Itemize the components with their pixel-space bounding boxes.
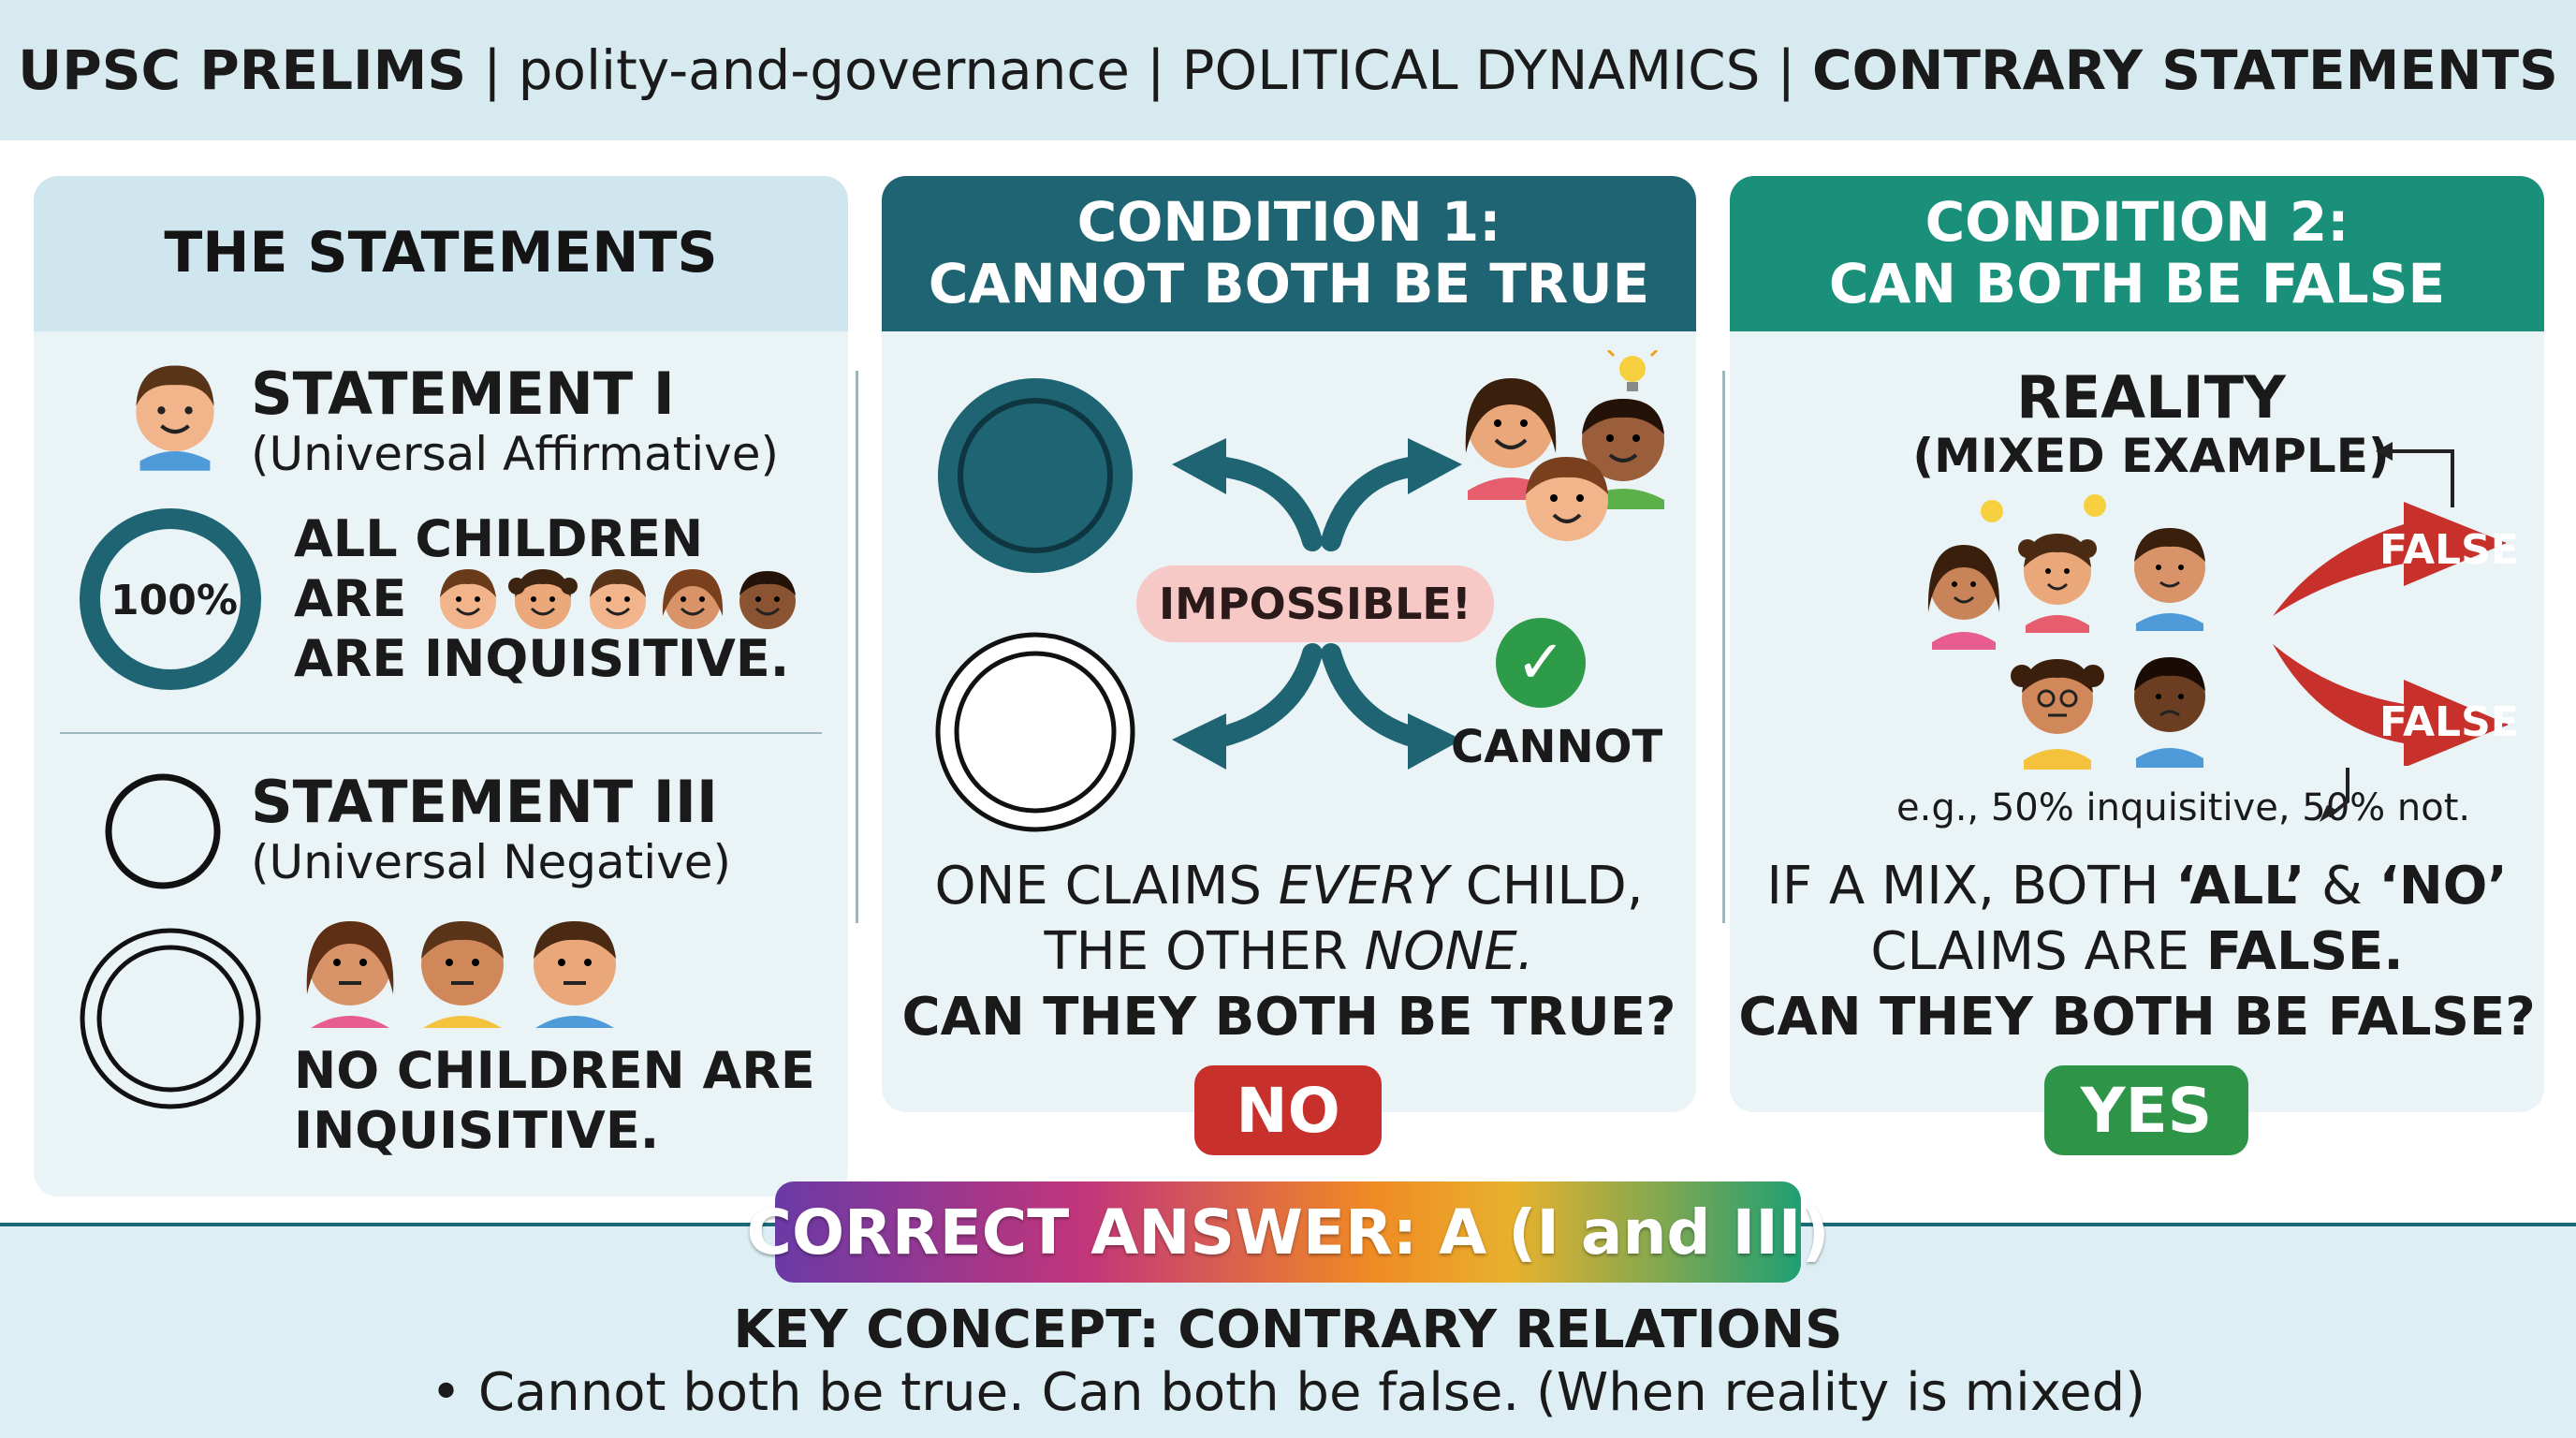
condition2-q-line3: CAN THEY BOTH BE FALSE? (1730, 985, 2544, 1050)
statement3-line2: INQUISITIVE. (294, 1101, 660, 1160)
condition2-q-line1a: IF A MIX, BOTH (1766, 856, 2176, 917)
percent-badge: 100% (110, 577, 238, 624)
condition2-q-line2: CLAIMS ARE FALSE. (1730, 919, 2544, 985)
condition1-q-line2a: THE OTHER (1044, 921, 1365, 982)
false-label-bottom: FALSE (2379, 698, 2519, 746)
statements-divider (60, 732, 822, 734)
header-sep: | (1146, 38, 1165, 102)
statement1-title: STATEMENT I (251, 360, 675, 428)
statements-panel-title: THE STATEMENTS (34, 176, 848, 331)
condition1-title-line1: CONDITION 1: (1076, 190, 1501, 255)
neutral-children-icon (306, 921, 616, 1028)
header-exam: UPSC PRELIMS (18, 38, 467, 102)
header-concept: CONTRARY STATEMENTS (1812, 38, 2558, 102)
check-icon: ✓ (1496, 618, 1586, 708)
statement3-line1: NO CHILDREN ARE (294, 1041, 815, 1100)
statement3-subtitle: (Universal Negative) (251, 835, 731, 889)
empty-circle-icon (105, 773, 221, 889)
header-topic: POLITICAL DYNAMICS (1181, 38, 1761, 102)
condition2-q-line1: IF A MIX, BOTH ‘ALL’ & ‘NO’ (1730, 854, 2544, 919)
statements-panel: THE STATEMENTS STATEMENT I (Universal Af… (34, 176, 848, 1196)
thin-arrow-down-icon (2320, 768, 2349, 822)
hollow-circle-icon (935, 632, 1135, 832)
mixed-children-icon (1927, 494, 2205, 770)
correct-answer-banner: CORRECT ANSWER: A (I and III) (747, 1181, 1829, 1283)
thin-arrow-icon (2376, 442, 2454, 507)
condition1-q-line1b: EVERY (1278, 856, 1449, 917)
false-arrows-icon (2273, 502, 2509, 766)
inquisitive-children-icon (1465, 350, 1664, 541)
condition2-q-line3b: CAN THEY BOTH BE FALSE? (1738, 987, 2536, 1048)
panel-divider (1722, 371, 1725, 923)
condition1-q-line3: CAN THEY BOTH BE TRUE? (882, 985, 1696, 1050)
condition1-q-line2: THE OTHER NONE. (882, 919, 1696, 985)
condition2-panel: CONDITION 2: CAN BOTH BE FALSE REALITY (… (1730, 176, 2544, 1112)
condition2-q-line2a: CLAIMS ARE (1870, 921, 2206, 982)
filled-circle-icon (938, 378, 1133, 573)
statement1-subtitle: (Universal Affirmative) (251, 427, 779, 481)
children-row-icon (440, 569, 796, 629)
key-concept-line: • Cannot both be true. Can both be false… (431, 1362, 2145, 1423)
condition2-title-line1: CONDITION 2: (1925, 190, 2349, 255)
condition2-question: IF A MIX, BOTH ‘ALL’ & ‘NO’ CLAIMS ARE F… (1730, 854, 2544, 1050)
condition2-title-line2: CAN BOTH BE FALSE (1828, 252, 2446, 315)
statement1-line1: ALL CHILDREN (294, 509, 704, 568)
condition1-q-line1c: CHILD, (1448, 856, 1644, 917)
condition1-q-line1: ONE CLAIMS EVERY CHILD, (882, 854, 1696, 919)
key-concept-title: KEY CONCEPT: CONTRARY RELATIONS (733, 1299, 1843, 1360)
condition1-question: ONE CLAIMS EVERY CHILD, THE OTHER NONE. … (882, 854, 1696, 1050)
statement3-title: STATEMENT III (251, 768, 718, 836)
statement1-line3: ARE INQUISITIVE. (294, 629, 790, 688)
statement1-line2: ARE (294, 569, 407, 628)
yes-badge: YES (2044, 1065, 2248, 1155)
condition1-q-line2b: NONE. (1364, 921, 1534, 982)
condition2-q-line1b: ‘ALL’ (2175, 856, 2305, 917)
zero-circle-icon (80, 928, 261, 1109)
header-sep: | (1777, 38, 1796, 102)
condition2-q-line1c: & (2305, 856, 2379, 917)
condition2-q-line2b: FALSE. (2205, 921, 2404, 982)
condition1-q-line1a: ONE CLAIMS (934, 856, 1279, 917)
reality-title: REALITY (2016, 363, 2286, 432)
impossible-label: IMPOSSIBLE! (1136, 565, 1494, 642)
condition2-q-line1d: ‘NO’ (2378, 856, 2508, 917)
header-bar: UPSC PRELIMS | polity-and-governance | P… (0, 0, 2576, 140)
cannot-label: CANNOT (1451, 721, 1663, 773)
condition2-title: CONDITION 2: CAN BOTH BE FALSE (1730, 176, 2544, 331)
panel-divider (856, 371, 858, 923)
child-avatar-icon (124, 354, 227, 476)
full-circle-icon (80, 508, 261, 690)
condition1-title: CONDITION 1: CANNOT BOTH BE TRUE (882, 176, 1696, 331)
condition1-panel: CONDITION 1: CANNOT BOTH BE TRUE IMPOSSI… (882, 176, 1696, 1112)
header-subject: polity-and-governance (518, 38, 1130, 102)
condition1-title-line2: CANNOT BOTH BE TRUE (928, 252, 1650, 315)
mixed-note: e.g., 50% inquisitive, 50% not. (1896, 786, 2471, 829)
header-sep: | (483, 38, 502, 102)
false-label-top: FALSE (2379, 526, 2519, 574)
condition1-q-line3b: CAN THEY BOTH BE TRUE? (901, 987, 1676, 1048)
no-badge: NO (1194, 1065, 1382, 1155)
contradiction-arrows-icon (1172, 438, 1462, 770)
mixed-example-label: (MIXED EXAMPLE) (1912, 429, 2390, 483)
